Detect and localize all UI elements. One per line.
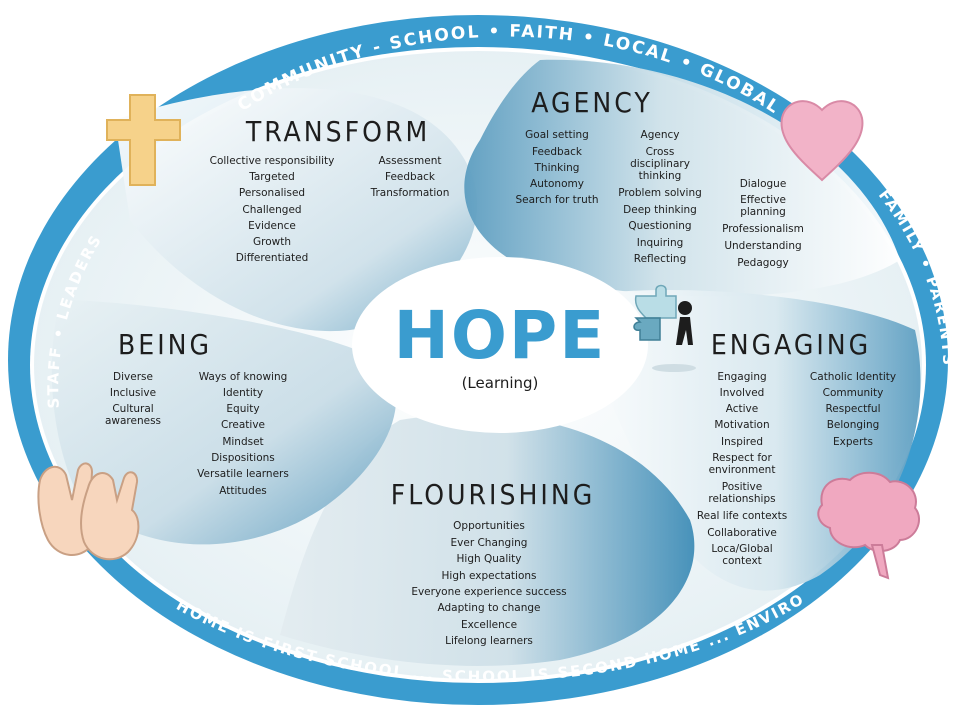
engaging-item: Motivation xyxy=(714,419,769,431)
engaging-item: Belonging xyxy=(827,419,880,431)
engaging-item: environment xyxy=(709,464,776,476)
flourishing-item: High expectations xyxy=(442,570,537,582)
petal-flourishing xyxy=(280,414,695,666)
agency-col1: Goal setting Feedback Thinking Autonomy … xyxy=(515,129,598,206)
engaging-col1: Engaging Involved Active Motivation Insp… xyxy=(697,371,787,567)
agency-item: Dialogue xyxy=(740,178,787,190)
engaging-item: Real life contexts xyxy=(697,510,787,522)
flourishing-item: Everyone experience success xyxy=(411,586,566,598)
petal-transform xyxy=(115,88,478,332)
being-col1: Diverse Inclusive Cultural awareness xyxy=(105,371,161,427)
agency-col2: Agency Cross disciplinary thinking Probl… xyxy=(618,129,702,265)
engaging-item: Experts xyxy=(833,436,873,448)
agency-item: Questioning xyxy=(628,220,691,232)
transform-item: Feedback xyxy=(385,171,436,183)
being-item: Identity xyxy=(223,387,263,399)
flourishing-item: Ever Changing xyxy=(451,537,528,549)
cross-icon xyxy=(106,94,181,186)
agency-item: Thinking xyxy=(534,162,580,174)
engaging-col2: Catholic Identity Community Respectful B… xyxy=(810,371,896,448)
agency-item: Feedback xyxy=(532,146,583,158)
engaging-item: Community xyxy=(823,387,884,399)
transform-item: Targeted xyxy=(248,171,295,183)
petal-agency xyxy=(464,59,900,297)
agency-item: Understanding xyxy=(724,240,801,252)
flourishing-item: High Quality xyxy=(457,553,522,565)
transform-item: Transformation xyxy=(370,187,450,199)
engaging-item: Involved xyxy=(720,387,765,399)
agency-item: Reflecting xyxy=(634,253,687,265)
agency-item: Problem solving xyxy=(618,187,702,199)
brain-icon xyxy=(817,471,920,580)
agency-item: Cross xyxy=(646,146,675,158)
agency-item: Pedagogy xyxy=(737,257,789,269)
engaging-title: ENGAGING xyxy=(711,328,871,361)
agency-item: Deep thinking xyxy=(623,204,697,216)
agency-item: planning xyxy=(740,206,786,218)
agency-item: Autonomy xyxy=(530,178,584,190)
engaging-item: context xyxy=(722,555,762,567)
engaging-item: Respectful xyxy=(825,403,880,415)
engaging-item: Collaborative xyxy=(707,527,777,539)
being-item: Attitudes xyxy=(219,485,267,497)
engaging-item: relationships xyxy=(708,493,775,505)
flourishing-item: Adapting to change xyxy=(438,602,541,614)
agency-title: AGENCY xyxy=(531,86,653,119)
transform-col1: Collective responsibility Targeted Perso… xyxy=(210,155,335,264)
transform-col2: Assessment Feedback Transformation xyxy=(370,155,450,199)
being-title: BEING xyxy=(118,328,212,361)
transform-item: Differentiated xyxy=(236,252,309,264)
being-item: Inclusive xyxy=(110,387,156,399)
hands-icon xyxy=(37,462,140,561)
agency-item: disciplinary xyxy=(630,158,690,170)
agency-col3: Dialogue Effective planning Professional… xyxy=(722,178,804,269)
being-item: Ways of knowing xyxy=(199,371,288,383)
engaging-item: Positive xyxy=(722,481,762,493)
engaging-item: Engaging xyxy=(717,371,766,383)
puzzle-person-icon xyxy=(633,284,696,372)
agency-item: Professionalism xyxy=(722,223,804,235)
transform-item: Collective responsibility xyxy=(210,155,335,167)
transform-item: Assessment xyxy=(379,155,442,167)
being-item: Cultural xyxy=(112,403,153,415)
hope-title: HOPE xyxy=(394,297,607,374)
agency-item: Inquiring xyxy=(637,237,684,249)
engaging-item: Catholic Identity xyxy=(810,371,896,383)
flourishing-item: Opportunities xyxy=(453,520,525,532)
hope-subtitle: (Learning) xyxy=(462,374,539,392)
engaging-item: Respect for xyxy=(712,452,772,464)
transform-item: Challenged xyxy=(242,204,301,216)
petal-being xyxy=(51,300,397,545)
agency-item: Agency xyxy=(641,129,680,141)
agency-item: Search for truth xyxy=(515,194,598,206)
being-col2: Ways of knowing Identity Equity Creative… xyxy=(197,371,289,497)
engaging-item: Inspired xyxy=(721,436,763,448)
being-item: Equity xyxy=(226,403,259,415)
transform-item: Personalised xyxy=(239,187,305,199)
flourishing-item: Excellence xyxy=(461,619,517,631)
agency-item: Goal setting xyxy=(525,129,589,141)
flourishing-list: Opportunities Ever Changing High Quality… xyxy=(411,520,566,647)
being-item: Diverse xyxy=(113,371,153,383)
being-item: awareness xyxy=(105,415,161,427)
transform-item: Growth xyxy=(253,236,291,248)
being-item: Creative xyxy=(221,419,265,431)
heart-icon xyxy=(780,100,864,182)
transform-item: Evidence xyxy=(248,220,296,232)
agency-item: Effective xyxy=(740,194,786,206)
agency-item: thinking xyxy=(639,170,682,182)
being-item: Mindset xyxy=(222,436,263,448)
flourishing-title: FLOURISHING xyxy=(391,478,595,511)
engaging-item: Active xyxy=(726,403,758,415)
engaging-item: Loca/Global xyxy=(711,543,772,555)
center-ellipse xyxy=(352,257,648,433)
flourishing-item: Lifelong learners xyxy=(445,635,533,647)
being-item: Versatile learners xyxy=(197,468,289,480)
being-item: Dispositions xyxy=(211,452,275,464)
transform-title: TRANSFORM xyxy=(245,115,430,148)
